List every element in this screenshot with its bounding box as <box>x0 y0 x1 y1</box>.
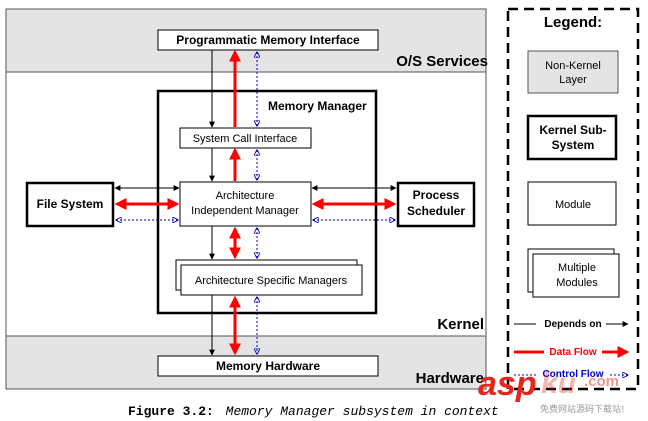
system-call-interface-label: System Call Interface <box>193 133 298 145</box>
arch-independent-manager-label-2: Independent Manager <box>191 205 299 217</box>
svg-text:asp: asp <box>478 365 537 403</box>
figure-caption-prefix: Figure 3.2: <box>128 404 214 419</box>
legend-data-flow-label: Data Flow <box>549 347 596 358</box>
legend-depends-on-label-bg <box>536 317 606 330</box>
legend-control-flow-label-bg <box>538 367 608 380</box>
svg-text:.com: .com <box>584 373 619 390</box>
legend-multiple-label-1: Multiple <box>558 262 596 274</box>
programmatic-memory-interface-box <box>157 29 379 51</box>
aspku-watermark-logo: asp ku .com 免费网站源码下载站! <box>478 365 625 415</box>
legend-kernel-sub-label-1: Kernel Sub- <box>539 123 606 137</box>
hardware-label: Hardware <box>416 370 484 387</box>
arch-independent-manager-label-1: Architecture <box>216 190 275 202</box>
legend-multiple-label-2: Modules <box>556 277 598 289</box>
legend-kernel-subsystem-swatch <box>526 114 618 161</box>
memory-manager-label: Memory Manager <box>268 99 367 113</box>
os-services-label: O/S Services <box>396 53 488 70</box>
arch-specific-managers-label: Architecture Specific Managers <box>195 275 348 287</box>
legend-data-flow-label-bg <box>544 345 602 358</box>
figure-caption: Figure 3.2: Memory Manager subsystem in … <box>128 404 499 419</box>
legend-depends-on-label: Depends on <box>544 319 601 330</box>
memory-hardware-label: Memory Hardware <box>216 359 320 373</box>
legend-module-label: Module <box>555 199 591 211</box>
process-scheduler-label-2: Scheduler <box>407 204 465 218</box>
figure-caption-text: Memory Manager subsystem in context <box>226 404 499 419</box>
legend-non-kernel-label-2: Layer <box>559 74 587 86</box>
legend-multiple-modules-swatch <box>532 253 620 298</box>
process-scheduler-box <box>396 181 476 228</box>
memory-hardware-box <box>157 355 379 377</box>
system-call-interface-box <box>179 127 312 149</box>
legend-title: Legend: <box>544 14 602 31</box>
programmatic-memory-interface-label: Programmatic Memory Interface <box>176 33 360 47</box>
legend-non-kernel-layer-swatch <box>527 50 619 94</box>
arch-independent-manager-box <box>179 181 312 227</box>
file-system-label: File System <box>37 197 104 211</box>
legend-module-swatch <box>527 181 617 226</box>
arch-specific-managers-box <box>180 264 363 296</box>
file-system-box <box>25 181 115 228</box>
svg-text:免费网站源码下载站!: 免费网站源码下载站! <box>540 403 625 415</box>
legend-control-flow-label: Control Flow <box>542 369 603 380</box>
legend-non-kernel-label-1: Non-Kernel <box>545 60 601 72</box>
svg-text:ku: ku <box>541 367 576 400</box>
process-scheduler-label-1: Process <box>413 188 460 202</box>
kernel-label: Kernel <box>437 316 484 333</box>
legend-kernel-sub-label-2: System <box>552 138 595 152</box>
